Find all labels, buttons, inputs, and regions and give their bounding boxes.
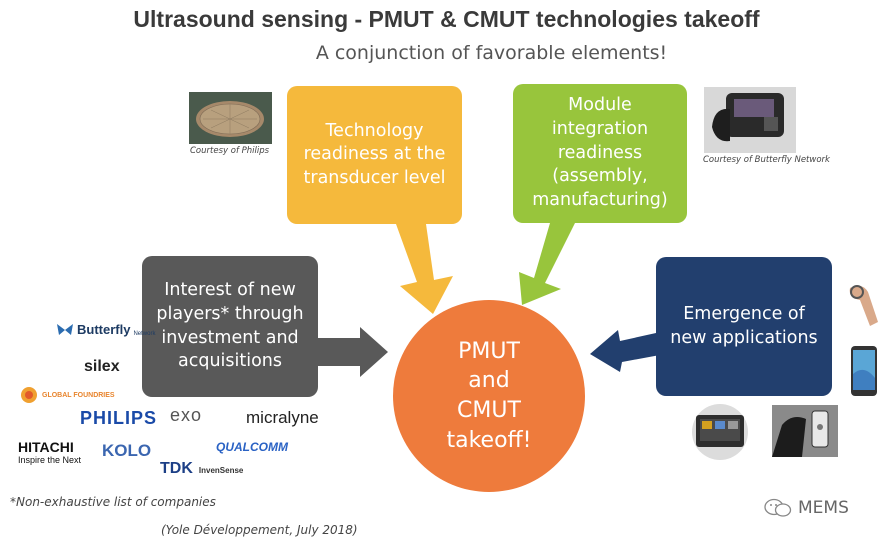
globalfoundries-globe-icon [21, 387, 37, 403]
arrow-module [519, 223, 575, 305]
exo-logo: exo [170, 405, 203, 425]
arrow-applications [590, 330, 660, 372]
globalfoundries-logo-text: GLOBAL FOUNDRIES [42, 391, 115, 399]
new-applications-label: Emergence of new applications [670, 303, 818, 348]
page-subtitle: A conjunction of favorable elements! [315, 42, 668, 64]
qualcomm-logo: QUALCOMM [216, 440, 288, 454]
butterfly-device-photo [704, 87, 796, 153]
car-dashboard-photo [692, 404, 748, 460]
butterfly-logo-subtext: Network [133, 331, 156, 337]
philips-credit: Courtesy of Philips [190, 146, 270, 156]
globalfoundries-logo: GLOBAL FOUNDRIES [20, 386, 115, 404]
technology-readiness-box: Technology readiness at the transducer l… [287, 86, 462, 224]
butterfly-logo-text: Butterfly [77, 322, 131, 337]
ring-hand-photo [849, 285, 878, 326]
page-title: Ultrasound sensing - PMUT & CMUT technol… [133, 6, 760, 32]
hitachi-logo-text: HITACHI [18, 439, 74, 455]
technology-readiness-label: Technology readiness at the transducer l… [303, 120, 446, 188]
mems-watermark: MEMS [764, 498, 849, 518]
kolo-logo: KOLO [102, 441, 152, 460]
arrow-players [318, 327, 388, 377]
takeoff-circle: PMUT and CMUT takeoff! [393, 300, 585, 492]
hitachi-tagline: Inspire the Next [18, 455, 82, 465]
butterfly-logo-icon [57, 323, 73, 335]
silex-logo: silex [84, 358, 120, 375]
footnote: *Non-exhaustive list of companies [10, 495, 216, 509]
source-citation: (Yole Développement, July 2018) [161, 523, 358, 537]
butterfly-network-logo: Butterfly Network [56, 322, 155, 337]
butterfly-credit: Courtesy of Butterfly Network [703, 155, 830, 165]
new-players-label: Interest of new players* through investm… [156, 280, 304, 372]
wechat-icon [764, 498, 792, 517]
mems-watermark-text: MEMS [798, 498, 849, 518]
takeoff-label: PMUT and CMUT takeoff! [446, 338, 532, 453]
philips-logo: PHILIPS [80, 408, 158, 428]
tdk-invensense-logo: TDK InvenSense [160, 460, 243, 478]
new-applications-box: Emergence of new applications [656, 257, 832, 396]
invensense-logo-text: InvenSense [198, 466, 244, 475]
tdk-logo-text: TDK [160, 460, 193, 477]
handheld-phone-photo [772, 405, 838, 457]
smartphone-photo [851, 346, 877, 396]
hitachi-logo: HITACHI Inspire the Next [18, 440, 81, 465]
new-players-box: Interest of new players* through investm… [142, 256, 318, 397]
arrow-technology [396, 224, 453, 314]
micralyne-logo: micralyne [246, 408, 319, 427]
module-integration-label: Module integration readiness (assembly, … [532, 95, 668, 210]
philips-wafer-photo [189, 92, 272, 144]
module-integration-box: Module integration readiness (assembly, … [513, 84, 687, 223]
